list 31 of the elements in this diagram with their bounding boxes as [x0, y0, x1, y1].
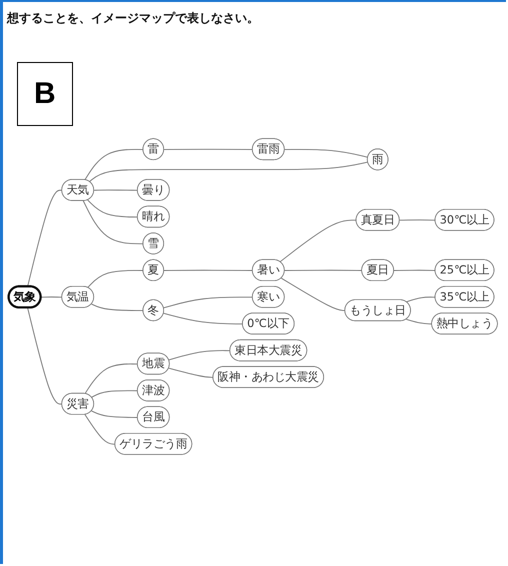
panel-letter: B: [17, 62, 73, 126]
connector: [168, 350, 231, 361]
connector: [163, 297, 254, 309]
connector: [280, 278, 346, 312]
connector: [163, 313, 244, 325]
connector: [84, 364, 138, 395]
instruction-text: 想することを、イメージマップで表しなさい。: [7, 10, 259, 27]
connector: [82, 200, 144, 245]
connector: [84, 414, 116, 446]
connector: [164, 270, 254, 272]
connector: [284, 270, 362, 272]
connector: [27, 308, 63, 406]
connector: [87, 200, 138, 218]
connector: [280, 220, 357, 263]
connector: [91, 390, 138, 398]
connector: [284, 149, 368, 158]
connector: [399, 220, 436, 222]
connector: [406, 297, 436, 303]
connector: [87, 270, 144, 288]
connector: [40, 297, 63, 298]
connector: [168, 368, 214, 378]
connector: [394, 270, 436, 272]
mind-map-diagram: 30℃以上 25℃以上 真夏日 35℃以上 夏日 もうしょ日 暑い 熱中しょう 雷雨 夏 冬 寒い 雷 雨 天気 気温 0℃以下 曇り 晴れ 気象 雪 東日本大震災 災害 地震 阪神・あわじ大震災 津波 台風 ゲリラごう雨: [3, 133, 503, 461]
connector: [84, 149, 144, 181]
connector: [91, 304, 144, 312]
connector: [91, 410, 138, 418]
connector: [94, 190, 138, 192]
connector: [27, 190, 63, 288]
connector: [88, 162, 368, 183]
connector: [406, 319, 432, 325]
connector: [164, 149, 254, 150]
